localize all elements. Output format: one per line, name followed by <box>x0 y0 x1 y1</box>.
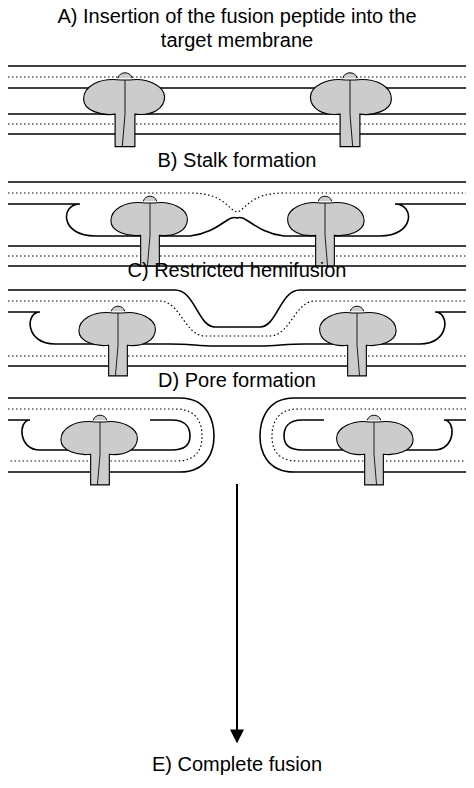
fusion-protein <box>310 73 391 147</box>
membrane-leaflet <box>8 65 466 67</box>
stage-caption: C) Restricted hemifusion <box>27 258 447 282</box>
membrane-leaflet <box>8 181 466 183</box>
membrane-leaflet <box>8 87 466 89</box>
membrane-leaflet <box>8 365 466 367</box>
stage-caption: B) Stalk formation <box>27 148 447 172</box>
membrane-leaflet <box>8 245 466 247</box>
fusion-protein <box>111 196 187 266</box>
bilayer-midplane <box>8 123 466 124</box>
stage-caption: D) Pore formation <box>27 368 447 392</box>
bilayer-midplane <box>8 76 466 77</box>
fusion-protein <box>288 196 365 266</box>
fusion-protein <box>84 73 165 147</box>
stage-caption: E) Complete fusion <box>27 752 447 776</box>
membrane-leaflet <box>8 312 466 346</box>
stage-caption: A) Insertion of the fusion peptide into … <box>52 4 422 52</box>
bilayer-midplane <box>8 255 466 256</box>
bilayer-midplane <box>8 193 466 212</box>
fusion-protein <box>61 415 138 485</box>
membrane-leaflet <box>8 133 466 135</box>
membrane-leaflet <box>8 290 466 327</box>
progression-arrow <box>236 484 238 742</box>
bilayer-midplane <box>8 355 466 356</box>
bilayer-midplane <box>8 301 466 336</box>
membrane-leaflet <box>8 113 466 115</box>
fusion-protein <box>79 306 155 376</box>
fusion-protein <box>320 306 397 376</box>
fusion-protein <box>337 415 414 485</box>
membrane-leaflet <box>8 204 466 236</box>
